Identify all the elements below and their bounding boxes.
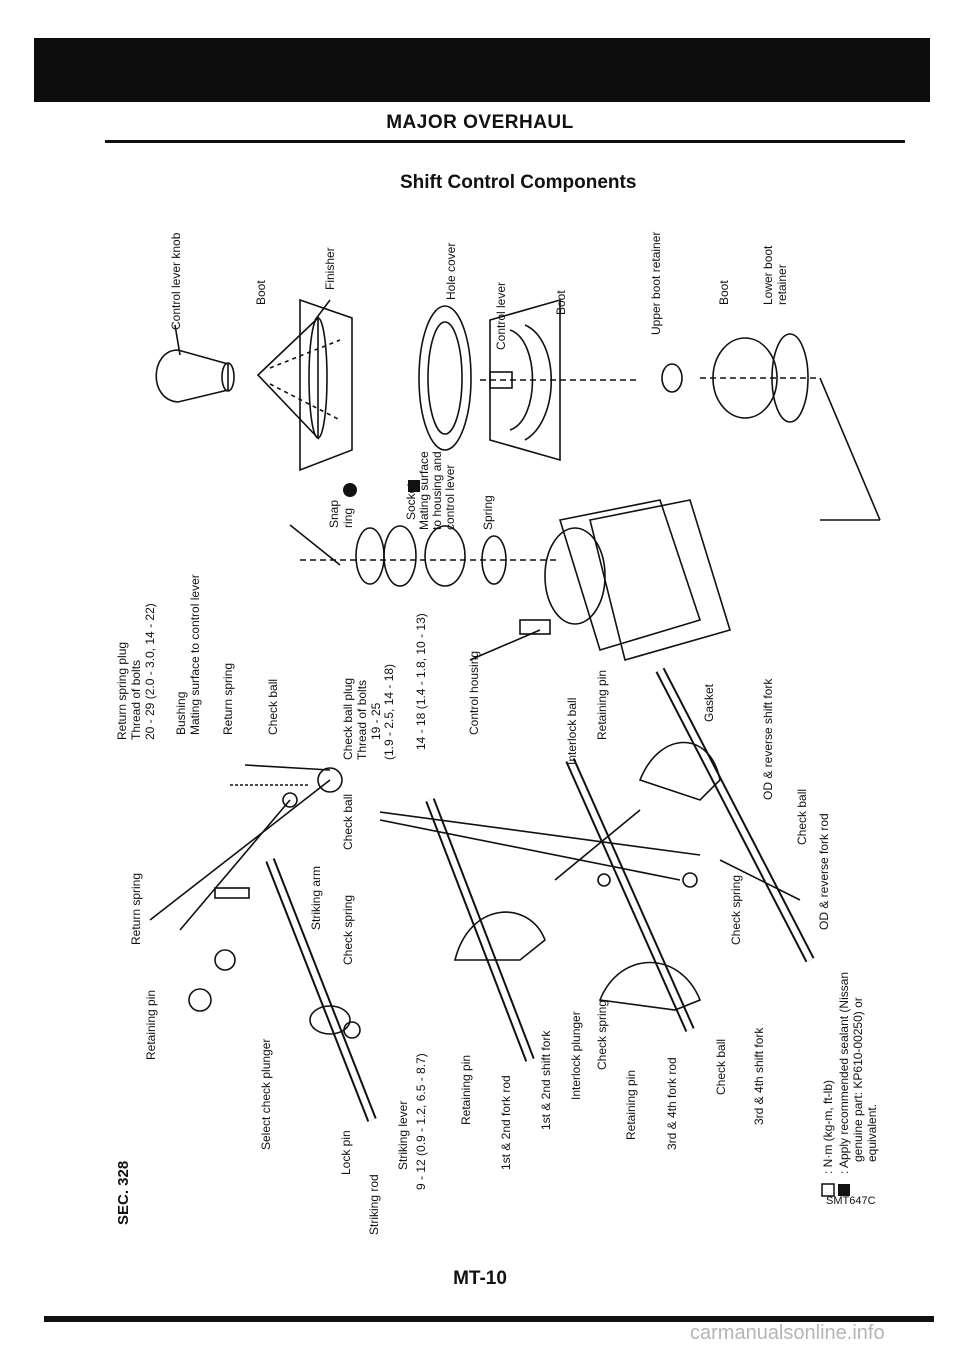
legend-line-3: genuine part: KP610-00250) or [851, 997, 865, 1162]
striking-rod-drawing [214, 858, 377, 1122]
boot-cone-drawing [256, 298, 353, 472]
label-lock-pin: Lock pin [339, 1130, 353, 1175]
label-retainer: retainer [775, 264, 789, 305]
figure-code: SMT647C [826, 1195, 876, 1207]
label-socket-note-2: to housing and [430, 451, 444, 530]
shift-forks-drawing [453, 741, 721, 1011]
fork-rod-drawing [425, 667, 815, 1062]
page-number: MT-10 [453, 1268, 507, 1289]
label-select-check-plunger: Select check plunger [259, 1039, 273, 1150]
label-third-fourth-fork-rod: 3rd & 4th fork rod [665, 1057, 679, 1150]
legend-line-1: : N·m (kg-m, ft-lb) [821, 1080, 835, 1174]
legend-line-4: equivalent. [865, 1104, 879, 1162]
watermark: carmanualsonline.info [690, 1322, 885, 1344]
label-thread-of-bolts-b: Thread of bolts [355, 680, 369, 760]
label-striking-lever: Striking lever [396, 1101, 410, 1170]
control-lever-boot-drawing [480, 298, 640, 462]
label-return-spring-b: Return spring [129, 873, 143, 945]
label-first-second-shift-fork: 1st & 2nd shift fork [539, 1030, 553, 1130]
label-torque-b-1: 19 - 25 [369, 702, 383, 740]
label-lower-boot: Lower boot [761, 245, 775, 305]
section-code: SEC. 328 [115, 1161, 132, 1225]
label-first-second-fork-rod: 1st & 2nd fork rod [499, 1075, 513, 1170]
label-striking-rod: Striking rod [367, 1174, 381, 1235]
label-check-ball-b: Check ball [341, 794, 355, 850]
label-control-lever: Control lever [494, 282, 508, 350]
label-striking-arm: Striking arm [309, 866, 323, 930]
label-socket-note-3: control lever [443, 465, 457, 530]
label-return-spring-plug: Return spring plug [115, 642, 129, 740]
label-retaining-pin-a: Retaining pin [595, 670, 609, 740]
label-torque-c: 14 - 18 (1.4 - 1.8, 10 - 13) [414, 613, 428, 750]
label-retaining-pin-c: Retaining pin [624, 1070, 638, 1140]
label-boot-mid: Boot [554, 290, 568, 315]
label-mating-surface: Mating surface to control lever [188, 574, 202, 735]
label-torque-d: 9 - 12 (0.9 - 1.2, 6.5 - 8.7) [414, 1053, 428, 1190]
snap-ring-socket-drawing [300, 525, 560, 587]
label-gasket: Gasket [702, 683, 716, 722]
label-check-ball-a: Check ball [266, 679, 280, 735]
retainer-drawing [661, 333, 820, 423]
label-check-ball-c: Check ball [795, 789, 809, 845]
hole-cover-drawing [418, 305, 472, 451]
label-torque-b-2: (1.9 - 2.5, 14 - 18) [382, 664, 396, 760]
control-lever-knob-drawing [155, 349, 235, 403]
label-od-reverse-shift-fork: OD & reverse shift fork [761, 678, 775, 800]
section-title: Shift Control Components [400, 172, 637, 193]
label-check-spring-a: Check spring [341, 895, 355, 965]
label-hole-cover: Hole cover [444, 243, 458, 300]
control-housing-drawing [519, 499, 732, 661]
label-check-spring-c: Check spring [595, 1000, 609, 1070]
torque-icon [821, 1183, 835, 1197]
top-scan-band [34, 38, 930, 102]
label-finisher: Finisher [323, 247, 337, 290]
label-control-lever-knob: Control lever knob [169, 232, 183, 330]
label-check-ball-d: Check ball [714, 1039, 728, 1095]
header-rule [105, 140, 905, 143]
label-control-housing: Control housing [467, 651, 481, 735]
label-boot-lower: Boot [717, 280, 731, 305]
label-od-reverse-fork-rod: OD & reverse fork rod [817, 813, 831, 930]
label-thread-of-bolts-a: Thread of bolts [129, 660, 143, 740]
label-interlock-ball: Interlock ball [565, 698, 579, 765]
label-third-fourth-shift-fork: 3rd & 4th shift fork [752, 1027, 766, 1125]
label-torque-a: 20 - 29 (2.0 - 3.0, 14 - 22) [143, 603, 157, 740]
label-bushing: Bushing [174, 692, 188, 735]
sealant-legend-icon [838, 1184, 850, 1196]
label-ring: ring [341, 508, 355, 528]
label-retaining-pin-d: Retaining pin [459, 1055, 473, 1125]
label-spring: Spring [481, 495, 495, 530]
bottom-rule [44, 1316, 934, 1322]
label-return-spring-a: Return spring [221, 663, 235, 735]
label-check-ball-plug: Check ball plug [341, 678, 355, 760]
label-boot-upper: Boot [254, 280, 268, 305]
check-parts-drawing [188, 767, 698, 1039]
label-retaining-pin-b: Retaining pin [144, 990, 158, 1060]
sealant-icon [408, 480, 420, 492]
legend-line-2: : Apply recommended sealant (Nissan [837, 972, 851, 1174]
replace-icon [343, 483, 357, 497]
label-check-spring-b: Check spring [729, 875, 743, 945]
label-upper-boot-retainer: Upper boot retainer [649, 232, 663, 335]
label-interlock-plunger: Interlock plunger [569, 1011, 583, 1100]
page-header-title: MAJOR OVERHAUL [386, 112, 574, 133]
label-snap: Snap [327, 500, 341, 528]
label-socket-note-1: Mating surface [417, 451, 431, 530]
